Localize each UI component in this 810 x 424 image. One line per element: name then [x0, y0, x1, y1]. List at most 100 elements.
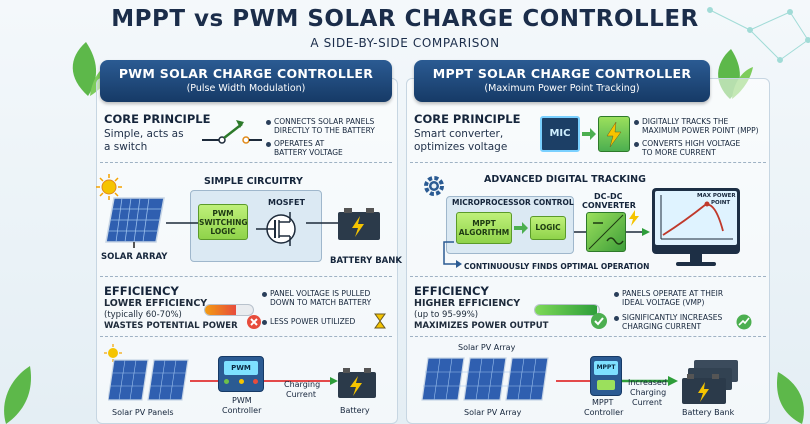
mosfet-icon	[256, 212, 296, 246]
pwm-eff-note-2: LESS POWER UTILIZED	[270, 317, 356, 326]
pwm-eff-line3: WASTES POTENTIAL POWER	[104, 321, 238, 331]
pwm-core-text-1: Simple, acts as	[104, 128, 184, 140]
pwm-eff-note-1a: PANEL VOLTAGE IS PULLED	[270, 289, 371, 298]
mppt-algorithm-box: MPPT ALGORITHM	[456, 212, 512, 244]
pwm-circuit-title: SIMPLE CIRCUITRY	[204, 176, 303, 187]
pwm-solar-array-label: SOLAR ARRAY	[101, 252, 168, 262]
pwm-bottom-ctrl-1: PWM	[232, 396, 252, 405]
mppt-algo-line1: MPPT	[472, 219, 496, 228]
sun-icon	[96, 174, 122, 200]
leaf-decoration-bottom-left	[4, 366, 31, 424]
mppt-core-text-1: Smart converter,	[414, 128, 504, 140]
battery-icon	[338, 368, 376, 398]
pwm-core-text-2: a switch	[104, 141, 148, 153]
pwm-eff-title: EFFICIENCY	[104, 284, 179, 298]
pwm-logic-line2: SWITCHING	[199, 218, 248, 227]
mppt-bottom-current-2: Charging	[630, 388, 667, 397]
trend-up-icon	[736, 314, 752, 330]
mpp-monitor: MAX POWER POINT	[652, 188, 740, 254]
battery-bank-icon	[338, 208, 380, 240]
pwm-bottom-battery-label: Battery	[340, 406, 370, 415]
mppt-eff-line3: MAXIMIZES POWER OUTPUT	[414, 321, 549, 331]
mppt-eff-line2: (up to 95-99%)	[414, 310, 479, 320]
mppt-tracking-title: ADVANCED DIGITAL TRACKING	[484, 174, 646, 185]
arrow-right-icon-2	[514, 222, 528, 234]
mppt-dcdc-2: CONVERTER	[582, 201, 636, 210]
mppt-core-note-1b: MAXIMUM POWER POINT (MPP)	[642, 126, 759, 135]
max-power-label-2: POINT	[711, 200, 731, 206]
mppt-eff-note-2b: CHARGING CURRENT	[622, 322, 702, 331]
mppt-bottom-ctrl-1: MPPT	[592, 398, 614, 407]
mppt-array-top-label: Solar PV Array	[458, 343, 516, 352]
mppt-controller-screen: MPPT	[594, 361, 618, 375]
mic-chip-icon: MIC	[540, 116, 580, 152]
mppt-core-note-2a: CONVERTS HIGH VOLTAGE	[642, 139, 741, 148]
leaf-decoration-bottom-right	[777, 372, 804, 424]
pwm-battery-bank-label: BATTERY BANK	[330, 256, 402, 266]
mppt-core-note-2b: TO MORE CURRENT	[642, 148, 716, 157]
monitor-base	[676, 262, 716, 266]
pwm-bottom-ctrl-2: Controller	[222, 406, 262, 415]
cross-icon	[247, 315, 261, 329]
mppt-eff-note-1a: PANELS OPERATE AT THEIR	[622, 289, 724, 298]
sun-icon-small	[104, 344, 122, 362]
gear-icon	[424, 176, 444, 196]
mppt-bottom-current-1: Increased	[628, 378, 667, 387]
monitor-stand	[690, 254, 702, 262]
mppt-header-subtitle: (Maximum Power Point Tracking)	[484, 83, 640, 94]
mppt-core-text-2: optimizes voltage	[414, 141, 508, 153]
switch-icon	[202, 120, 262, 144]
mppt-eff-note-1b: IDEAL VOLTAGE (Vmp)	[622, 298, 705, 307]
pwm-logic-line1: PWM	[212, 209, 234, 218]
mppt-eff-line1: HIGHER EFFICIENCY	[414, 298, 521, 309]
feedback-loop	[443, 241, 462, 268]
pwm-header-title: PWM SOLAR CHARGE CONTROLLER	[118, 66, 374, 81]
check-icon	[591, 313, 607, 329]
mppt-track-wires	[574, 228, 650, 236]
pwm-core-title: CORE PRINCIPLE	[104, 112, 211, 126]
mppt-eff-note-2a: SIGNIFICANTLY INCREASES	[622, 313, 723, 322]
page-title: MPPT vs PWM SOLAR CHARGE CONTROLLER	[111, 6, 699, 32]
mppt-bottom-ctrl-2: Controller	[584, 408, 624, 417]
pwm-core-note-2a: OPERATES AT	[274, 139, 325, 148]
mppt-algo-line2: ALGORITHM	[458, 228, 510, 237]
pwm-core-note-2b: BATTERY VOLTAGE	[274, 148, 343, 157]
mppt-bottom-current-3: Current	[632, 398, 663, 407]
mppt-core-title: CORE PRINCIPLE	[414, 112, 521, 126]
mppt-controller-device: MPPT	[590, 356, 622, 396]
mppt-dcdc-1: DC-DC	[594, 192, 623, 201]
pwm-eff-note-1b: DOWN TO MATCH BATTERY	[270, 298, 372, 307]
pwm-header: PWM SOLAR CHARGE CONTROLLER (Pulse Width…	[100, 60, 392, 102]
network-decoration	[707, 7, 810, 63]
solar-array-icon	[105, 197, 165, 248]
pwm-logic-box: PWM SWITCHING LOGIC	[198, 204, 248, 240]
mppt-header-title: MPPT SOLAR CHARGE CONTROLLER	[432, 66, 692, 81]
pwm-efficiency-bar	[204, 304, 254, 316]
pwm-eff-line1: LOWER EFFICIENCY	[104, 298, 208, 309]
pwm-controller-device: PWM	[218, 356, 264, 392]
pwm-core-note-1b: DIRECTLY TO THE BATTERY	[274, 126, 375, 135]
lightning-icon	[629, 210, 639, 226]
pwm-header-subtitle: (Pulse Width Modulation)	[186, 83, 306, 94]
pwm-logic-line3: LOGIC	[210, 227, 236, 236]
pwm-bottom-current-1: Charging	[284, 380, 321, 389]
mppt-micro-label: MICROPROCESSOR CONTROL	[452, 198, 574, 207]
mppt-logic-box: LOGIC	[530, 216, 566, 240]
pwm-bottom-panels-label: Solar PV Panels	[112, 408, 174, 417]
mppt-bottom-wire	[556, 376, 678, 386]
dcdc-converter-icon	[586, 212, 626, 252]
mppt-header: MPPT SOLAR CHARGE CONTROLLER (Maximum Po…	[414, 60, 710, 102]
pwm-circuit-wires	[166, 222, 338, 224]
solar-pv-array-icon	[421, 357, 549, 401]
page-subtitle: A SIDE-BY-SIDE COMPARISON	[310, 36, 500, 50]
pwm-bottom-wire	[190, 377, 338, 385]
mosfet-label: MOSFET	[268, 198, 305, 207]
pwm-bottom-current-2: Current	[286, 390, 317, 399]
mppt-bottom-battery-label: Battery Bank	[682, 408, 735, 417]
arrow-right-icon	[582, 128, 596, 140]
converter-chip-icon	[598, 116, 630, 152]
mppt-continuous-label: CONTINUOUSLY FINDS OPTIMAL OPERATION	[464, 262, 650, 271]
battery-bank-icon-mppt	[682, 360, 738, 404]
mppt-core-note-1a: DIGITALLY TRACKS THE	[642, 117, 729, 126]
mppt-array-bottom-label: Solar PV Array	[464, 408, 522, 417]
